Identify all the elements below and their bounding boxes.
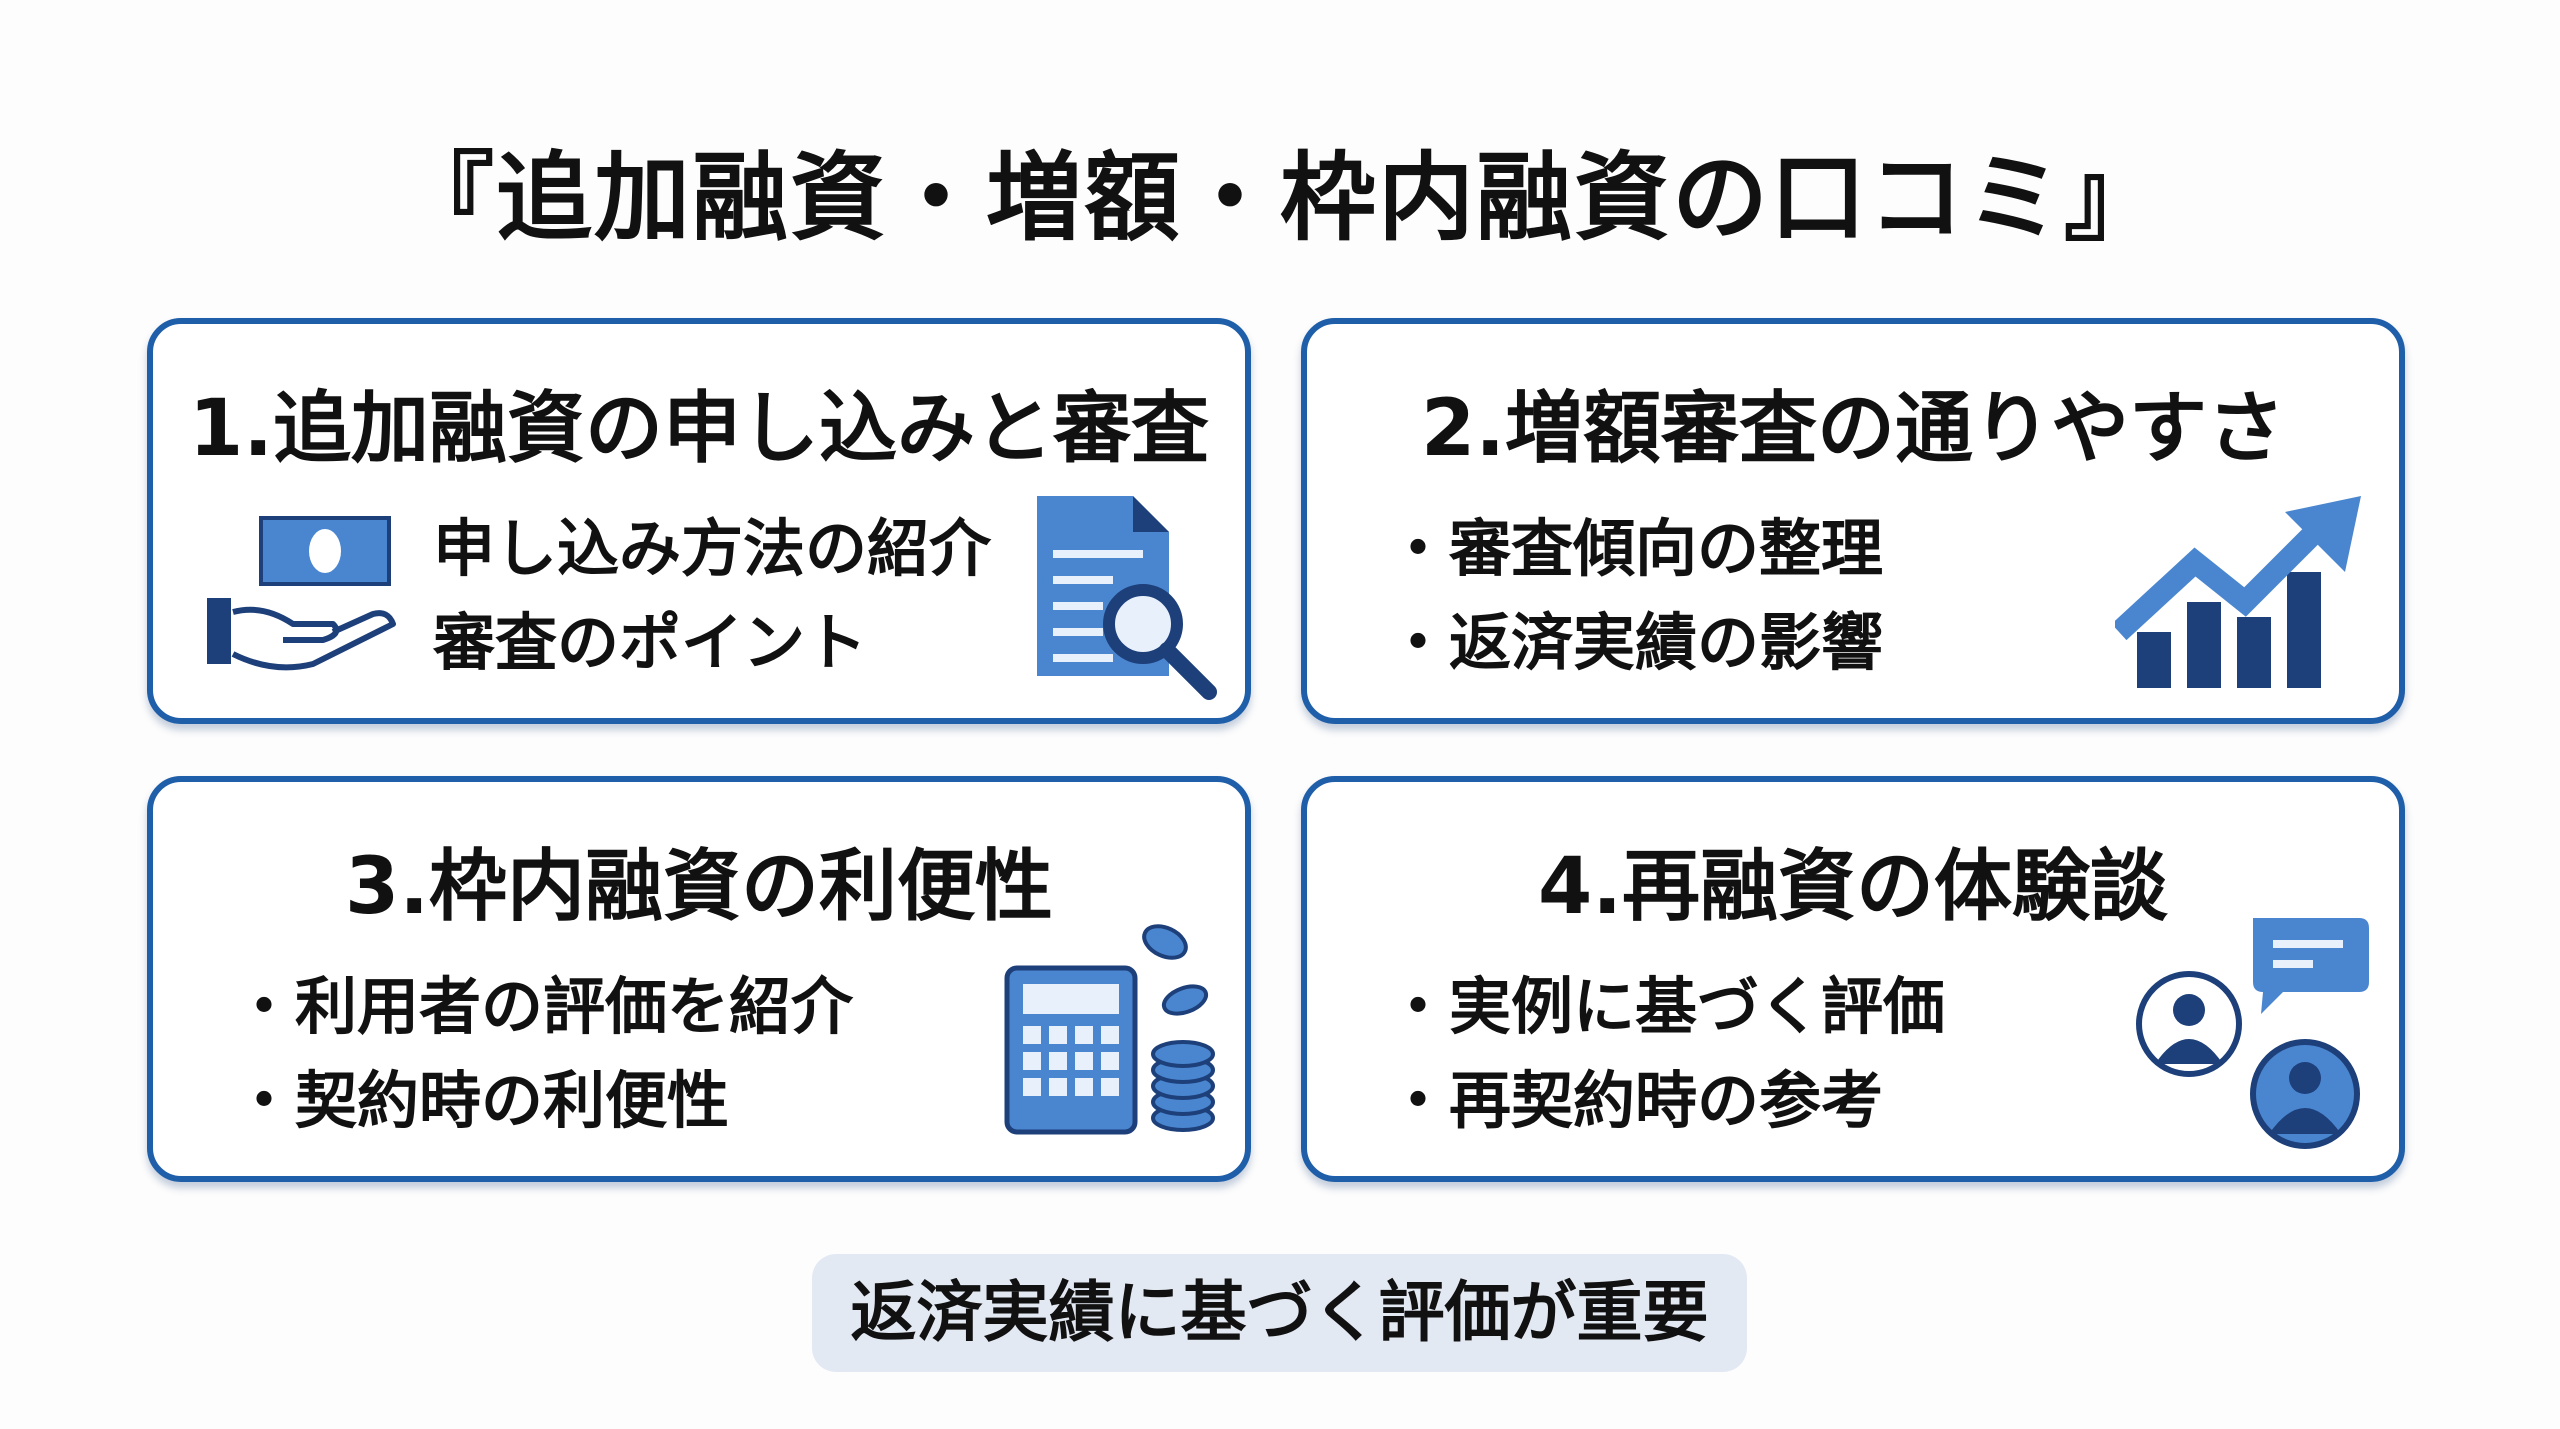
page-title: 『追加融資・増額・枠内融資の口コミ』 [398,142,2162,254]
line: ・利用者の評価を紹介 [233,970,854,1043]
users-chat-icon [2136,918,2369,1149]
line: ・再契約時の参考 [1387,1064,1884,1137]
line: 申し込み方法の紹介 [433,512,992,585]
card-credit-line: 3.枠内融資の利便性 ・利用者の評価を紹介 ・契約時の利便性 [147,776,1251,1182]
footer-summary-badge: 返済実績に基づく評価が重要 [812,1254,1747,1372]
line: ・契約時の利便性 [233,1064,730,1137]
calculator-coins-icon [1004,924,1215,1135]
card-lines: ・利用者の評価を紹介 ・契約時の利便性 [233,960,853,1148]
card-refinance-stories: 4.再融資の体験談 ・実例に基づく評価 ・再契約時の参考 [1301,776,2405,1182]
card-lines: 申し込み方法の紹介 審査のポイント [433,502,991,690]
card-lines: ・審査傾向の整理 ・返済実績の影響 [1387,502,1883,690]
line: ・審査傾向の整理 [1387,512,1884,585]
growth-chart-icon [2115,496,2361,688]
card-heading: 3.枠内融資の利便性 [345,842,1053,932]
line: ・返済実績の影響 [1387,606,1884,679]
line: 審査のポイント [433,606,868,679]
money-hand-icon [207,516,396,671]
card-heading: 4.再融資の体験談 [1538,842,2168,932]
document-search-icon [1037,496,1217,700]
card-additional-loan: 1.追加融資の申し込みと審査 申し込み方法の紹介 審査のポイント [147,318,1251,724]
card-heading: 2.増額審査の通りやすさ [1421,384,2285,474]
card-heading: 1.追加融資の申し込みと審査 [189,384,1209,474]
line: ・実例に基づく評価 [1387,970,1946,1043]
card-increase-review: 2.増額審査の通りやすさ ・審査傾向の整理 ・返済実績の影響 [1301,318,2405,724]
card-lines: ・実例に基づく評価 ・再契約時の参考 [1387,960,1945,1148]
